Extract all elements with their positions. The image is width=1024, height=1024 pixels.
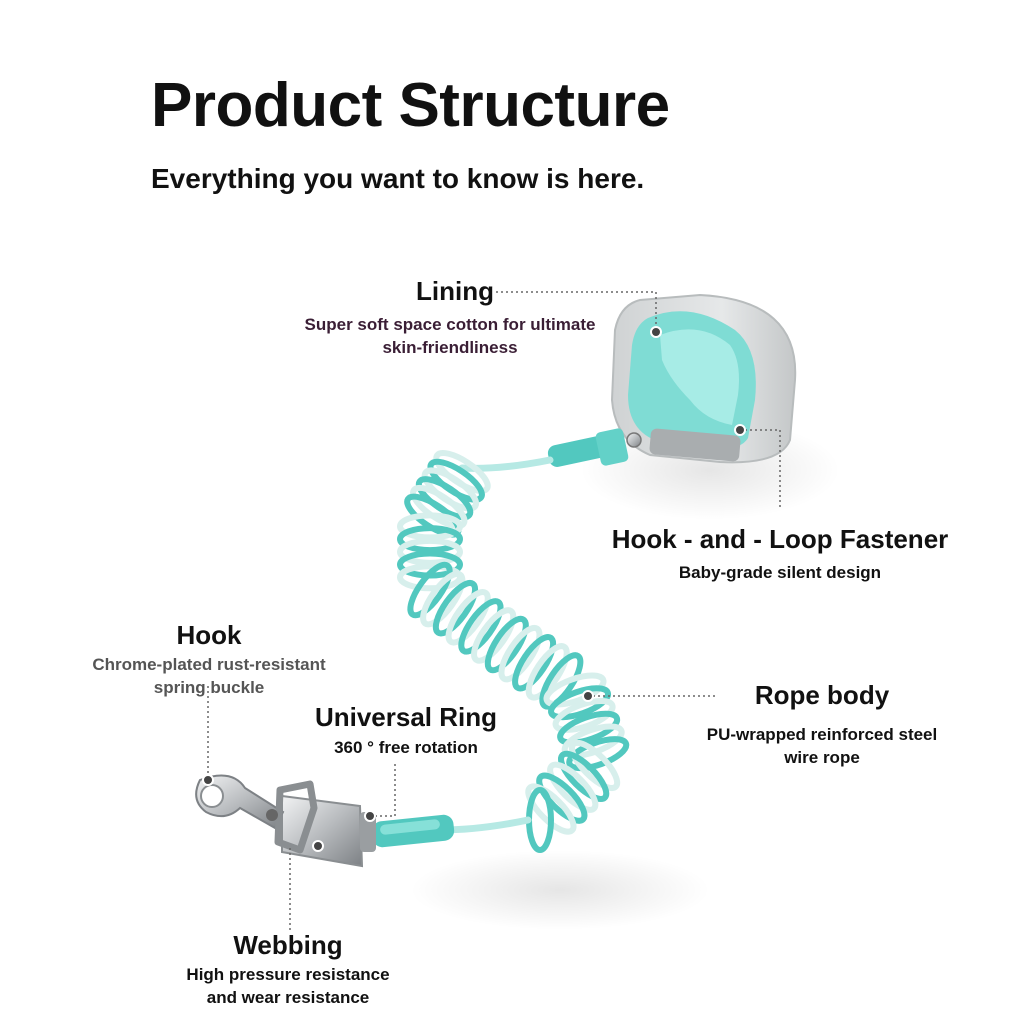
coil-loop [543,672,607,708]
bottom-connector [371,814,455,848]
page-subtitle: Everything you want to know is here. [151,163,645,194]
leader-dots [202,326,746,852]
callout-hook-desc-1: Chrome-plated rust-resistant [92,655,326,674]
hook-buckle [195,774,318,854]
coil-loop [397,525,463,554]
callout-lining: Lining Super soft space cotton for ultim… [270,276,630,359]
webbing-plate [281,794,376,868]
rope-coil [397,450,630,853]
coil-loop [420,570,466,628]
callout-fastener-desc-1: Baby-grade silent design [678,563,882,582]
coil-loop [445,589,491,646]
coil-loop [397,512,463,541]
coil-loop [568,739,621,792]
callout-webbing-desc-1: High pressure resistance [186,965,390,984]
coil-loop [484,615,529,674]
coil-loop [498,624,543,683]
callout-rope-title: Rope body [754,680,890,710]
callout-ring-title: Universal Ring [314,702,498,732]
leader-lines [207,291,781,930]
coil-loop [525,783,577,835]
coil-loop [471,607,517,664]
coil-loop [512,634,557,692]
callout-ring-desc-1: 360 ° free rotation [334,738,478,757]
leader-lining [496,291,657,330]
callout-rope-desc-1: PU-wrapped reinforced steel [706,725,938,744]
callout-hook-desc-2: spring buckle [153,678,265,697]
callout-rope-desc-2: wire rope [784,748,860,767]
coil-loop [566,736,630,772]
coil-loop [548,685,612,721]
coil-loop [458,598,504,655]
rope-straight-top [458,456,554,472]
coil-loop [407,561,453,619]
coil-loop [552,697,616,733]
callout-webbing-desc-2: and wear resistance [206,988,370,1007]
coil-loop [397,537,463,566]
callout-ring: Universal Ring 360 ° free rotation [300,702,512,759]
callout-webbing-title: Webbing [233,930,343,960]
leader-fastener [740,429,781,508]
wrist-connector [547,428,642,467]
callout-fastener-title: Hook - and - Loop Fastener [611,524,949,554]
coil-loop [536,772,588,824]
coil-loop [558,750,610,802]
callout-lining-desc-1: Super soft space cotton for ultimate [304,315,596,334]
callout-webbing: Webbing High pressure resistance and wea… [160,930,416,1009]
dot-ring [364,810,376,822]
coil-loop [525,643,570,701]
dot-fastener [734,424,746,436]
callout-hook-title: Hook [176,620,242,650]
callout-rope: Rope body PU-wrapped reinforced steel wi… [682,680,962,769]
callout-lining-desc-2: skin-friendliness [382,338,518,357]
leader-ring [370,764,396,817]
callout-hook: Hook Chrome-plated rust-resistant spring… [68,620,350,699]
callout-lining-title: Lining [416,276,494,306]
wristband [610,293,797,464]
coil-loop [557,710,621,746]
dot-webbing [312,840,324,852]
dot-hook [202,774,214,786]
coil-loop [547,761,599,813]
callout-fastener: Hook - and - Loop Fastener Baby-grade si… [600,524,960,584]
dot-rope [582,690,594,702]
coil-loop [432,579,479,637]
coil-shadow [410,850,710,930]
coil-loop [539,652,584,710]
page-title: Product Structure [151,71,670,140]
dot-lining [650,326,662,338]
